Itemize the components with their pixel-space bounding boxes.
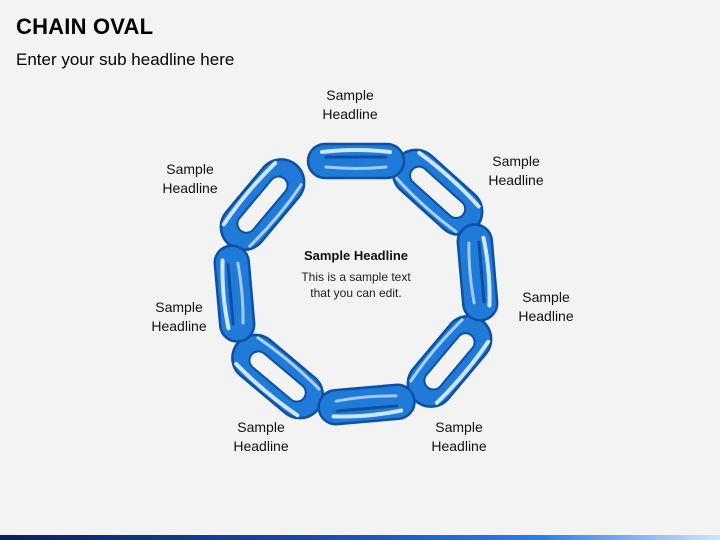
label-bottom-right-line1: Sample — [435, 419, 483, 435]
label-top-right-line1: Sample — [492, 153, 540, 169]
center-text-line1: This is a sample text — [301, 270, 411, 284]
chain-link — [219, 158, 306, 252]
label-top-right-line2: Headline — [488, 172, 544, 188]
page-subtitle: Enter your sub headline here — [16, 50, 235, 69]
center-title: Sample Headline — [303, 248, 409, 263]
chain-link — [317, 383, 416, 426]
label-right: Sample Headline — [496, 288, 596, 326]
label-top-left: Sample Headline — [140, 160, 240, 198]
label-top: Sample Headline — [300, 86, 400, 124]
label-top-right: Sample Headline — [466, 152, 566, 190]
chain-ring — [213, 142, 499, 426]
label-left: Sample Headline — [129, 298, 229, 336]
label-bottom-left-line2: Headline — [233, 438, 289, 454]
chain-link — [213, 244, 256, 343]
label-bottom-left-line1: Sample — [237, 419, 285, 435]
label-top-line1: Sample — [326, 87, 374, 103]
footer-accent-bar — [0, 535, 720, 540]
label-bottom-right: Sample Headline — [409, 418, 509, 456]
chain-link — [231, 333, 325, 420]
label-right-line2: Headline — [518, 308, 574, 324]
chain-link — [406, 314, 493, 408]
label-bottom-right-line2: Headline — [431, 438, 487, 454]
center-text-line2: that you can edit. — [310, 286, 402, 300]
label-right-line1: Sample — [522, 289, 570, 305]
chain-link — [456, 223, 499, 322]
page-title: CHAIN OVAL — [16, 14, 154, 39]
label-bottom-left: Sample Headline — [211, 418, 311, 456]
label-top-left-line2: Headline — [162, 180, 218, 196]
center-text-block: Sample Headline This is a sample text th… — [281, 248, 431, 301]
chain-link — [306, 142, 406, 180]
label-left-line1: Sample — [155, 299, 203, 315]
label-top-line2: Headline — [322, 106, 378, 122]
label-top-left-line1: Sample — [166, 161, 214, 177]
label-left-line2: Headline — [151, 318, 207, 334]
